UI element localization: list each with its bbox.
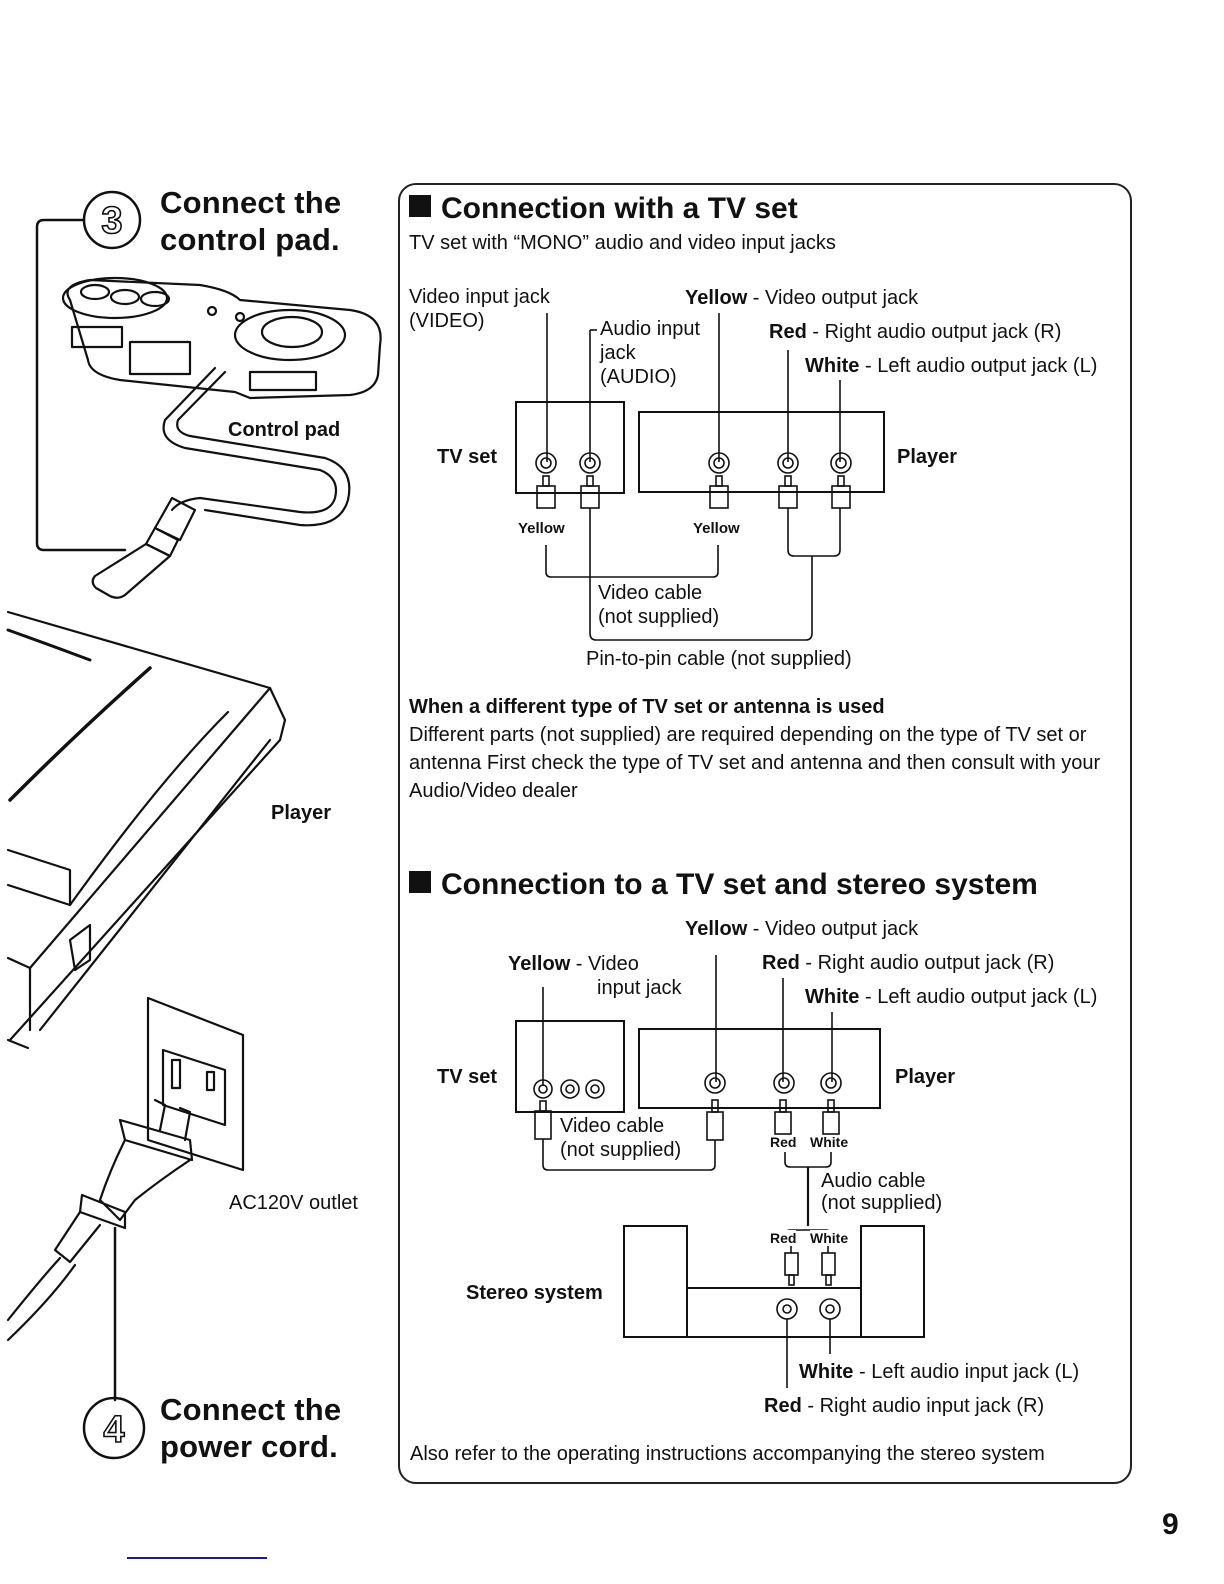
yellow-video-input-label-line2: input jack bbox=[597, 977, 682, 999]
section-stereo-title: Connection to a TV set and stereo system bbox=[409, 867, 1038, 903]
audio-input-jack-label: Audio input jack (AUDIO) bbox=[600, 318, 701, 388]
player-label: Player bbox=[271, 802, 332, 824]
yellow-video-input-label: Yellow - Video bbox=[508, 953, 639, 975]
step4-number: 4 bbox=[103, 1409, 124, 1451]
video-input-jack-label: Video input jack (VIDEO) bbox=[409, 286, 550, 332]
square-bullet-icon bbox=[409, 195, 431, 217]
jack-icons bbox=[535, 452, 852, 474]
plug-red-label: Red bbox=[770, 1134, 797, 1150]
player-label-diagram2: Player bbox=[895, 1066, 956, 1088]
plug-white-label: White bbox=[810, 1134, 849, 1150]
video-cable bbox=[542, 1139, 716, 1171]
stereo-plug-white-label: White bbox=[810, 1230, 849, 1246]
step3-number: 3 bbox=[101, 200, 122, 242]
step4-badge-icon bbox=[82, 1396, 146, 1460]
stereo-system-label: Stereo system bbox=[466, 1282, 603, 1304]
section-tv-title: Connection with a TV set bbox=[409, 191, 798, 227]
audio-cable-label: Audio cable (not supplied) bbox=[821, 1170, 943, 1214]
control-pad-label: Control pad bbox=[228, 419, 341, 441]
red-right-audio-input-label: Red - Right audio input jack (R) bbox=[764, 1395, 1045, 1417]
step3-title: Connect the control pad. bbox=[160, 185, 342, 257]
plug-yellow-tv-label: Yellow bbox=[518, 520, 565, 537]
stereo-plug-red-label: Red bbox=[770, 1230, 797, 1246]
white-left-audio-output-label: White - Left audio output jack (L) bbox=[805, 355, 1098, 377]
white-left-audio-input-label: White - Left audio input jack (L) bbox=[799, 1361, 1080, 1383]
red-right-audio-output-label: Red - Right audio output jack (R) bbox=[762, 952, 1055, 974]
player-box bbox=[638, 1028, 881, 1109]
video-cable-label: Video cable (not supplied) bbox=[598, 582, 720, 628]
stereo-system-box bbox=[623, 1225, 925, 1338]
plug-yellow-player-label: Yellow bbox=[693, 520, 740, 537]
control-pad-icon bbox=[61, 276, 382, 599]
tv-set-box bbox=[515, 401, 625, 494]
step4-title: Connect the power cord. bbox=[160, 1392, 342, 1464]
video-cable bbox=[545, 545, 719, 578]
player-box bbox=[638, 411, 885, 493]
step3-badge-icon bbox=[35, 190, 142, 552]
pin-to-pin-cable bbox=[589, 508, 813, 641]
stereo-footer-note: Also refer to the operating instructions… bbox=[410, 1443, 1045, 1465]
section-tv-subtitle: TV set with “MONO” audio and video input… bbox=[409, 232, 836, 254]
power-plug-icon bbox=[6, 1098, 194, 1402]
note-heading: When a different type of TV set or anten… bbox=[409, 696, 885, 718]
video-cable-label: Video cable (not supplied) bbox=[560, 1115, 682, 1161]
tv-set-box bbox=[515, 1020, 625, 1113]
outlet-label: AC120V outlet bbox=[229, 1192, 358, 1214]
square-bullet-icon bbox=[409, 871, 431, 893]
connection-panel bbox=[398, 183, 1132, 1484]
player-label-diagram1: Player bbox=[897, 446, 958, 468]
yellow-video-output-label: Yellow - Video output jack bbox=[685, 287, 919, 309]
yellow-video-output-label: Yellow - Video output jack bbox=[685, 918, 919, 940]
wall-outlet-icon bbox=[146, 996, 245, 1172]
red-right-audio-output-label: Red - Right audio output jack (R) bbox=[769, 321, 1062, 343]
tv-set-label: TV set bbox=[437, 446, 498, 468]
pin-to-pin-cable-label: Pin-to-pin cable (not supplied) bbox=[586, 648, 852, 670]
player-console-icon bbox=[6, 610, 287, 1050]
tv-set-label: TV set bbox=[437, 1066, 498, 1088]
note-body: Different parts (not supplied) are requi… bbox=[409, 724, 1101, 802]
page-number: 9 bbox=[1162, 1508, 1179, 1541]
white-left-audio-output-label: White - Left audio output jack (L) bbox=[805, 986, 1098, 1008]
jack-icons bbox=[533, 1072, 842, 1099]
scan-mark-divider bbox=[127, 1557, 267, 1559]
